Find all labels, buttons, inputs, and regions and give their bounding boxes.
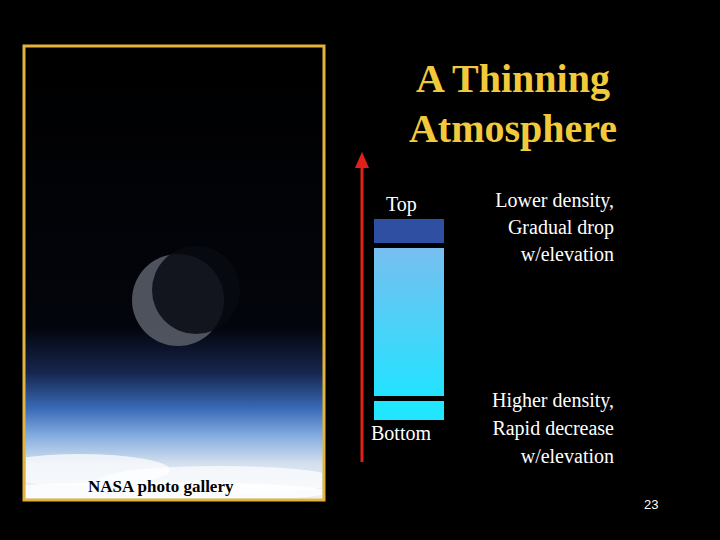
- slide-title: A Thinning Atmosphere: [382, 54, 644, 154]
- bottom-bar: [374, 401, 444, 420]
- top-bar: [374, 219, 444, 243]
- photo-details: [26, 246, 322, 498]
- bottom-label: Bottom: [371, 420, 431, 446]
- middle-bar: [374, 248, 444, 396]
- bottom-description: Higher density, Rapid decrease w/elevati…: [449, 386, 614, 470]
- slide-number: 23: [644, 497, 658, 513]
- photo-credit: NASA photo gallery: [88, 476, 233, 498]
- elevation-arrow: [361, 166, 364, 462]
- photo-frame: [24, 46, 324, 500]
- earth-photo: [24, 46, 324, 500]
- top-label: Top: [386, 191, 417, 217]
- top-description: Lower density, Gradual drop w/elevation: [449, 187, 614, 268]
- arrow-head: [355, 152, 369, 168]
